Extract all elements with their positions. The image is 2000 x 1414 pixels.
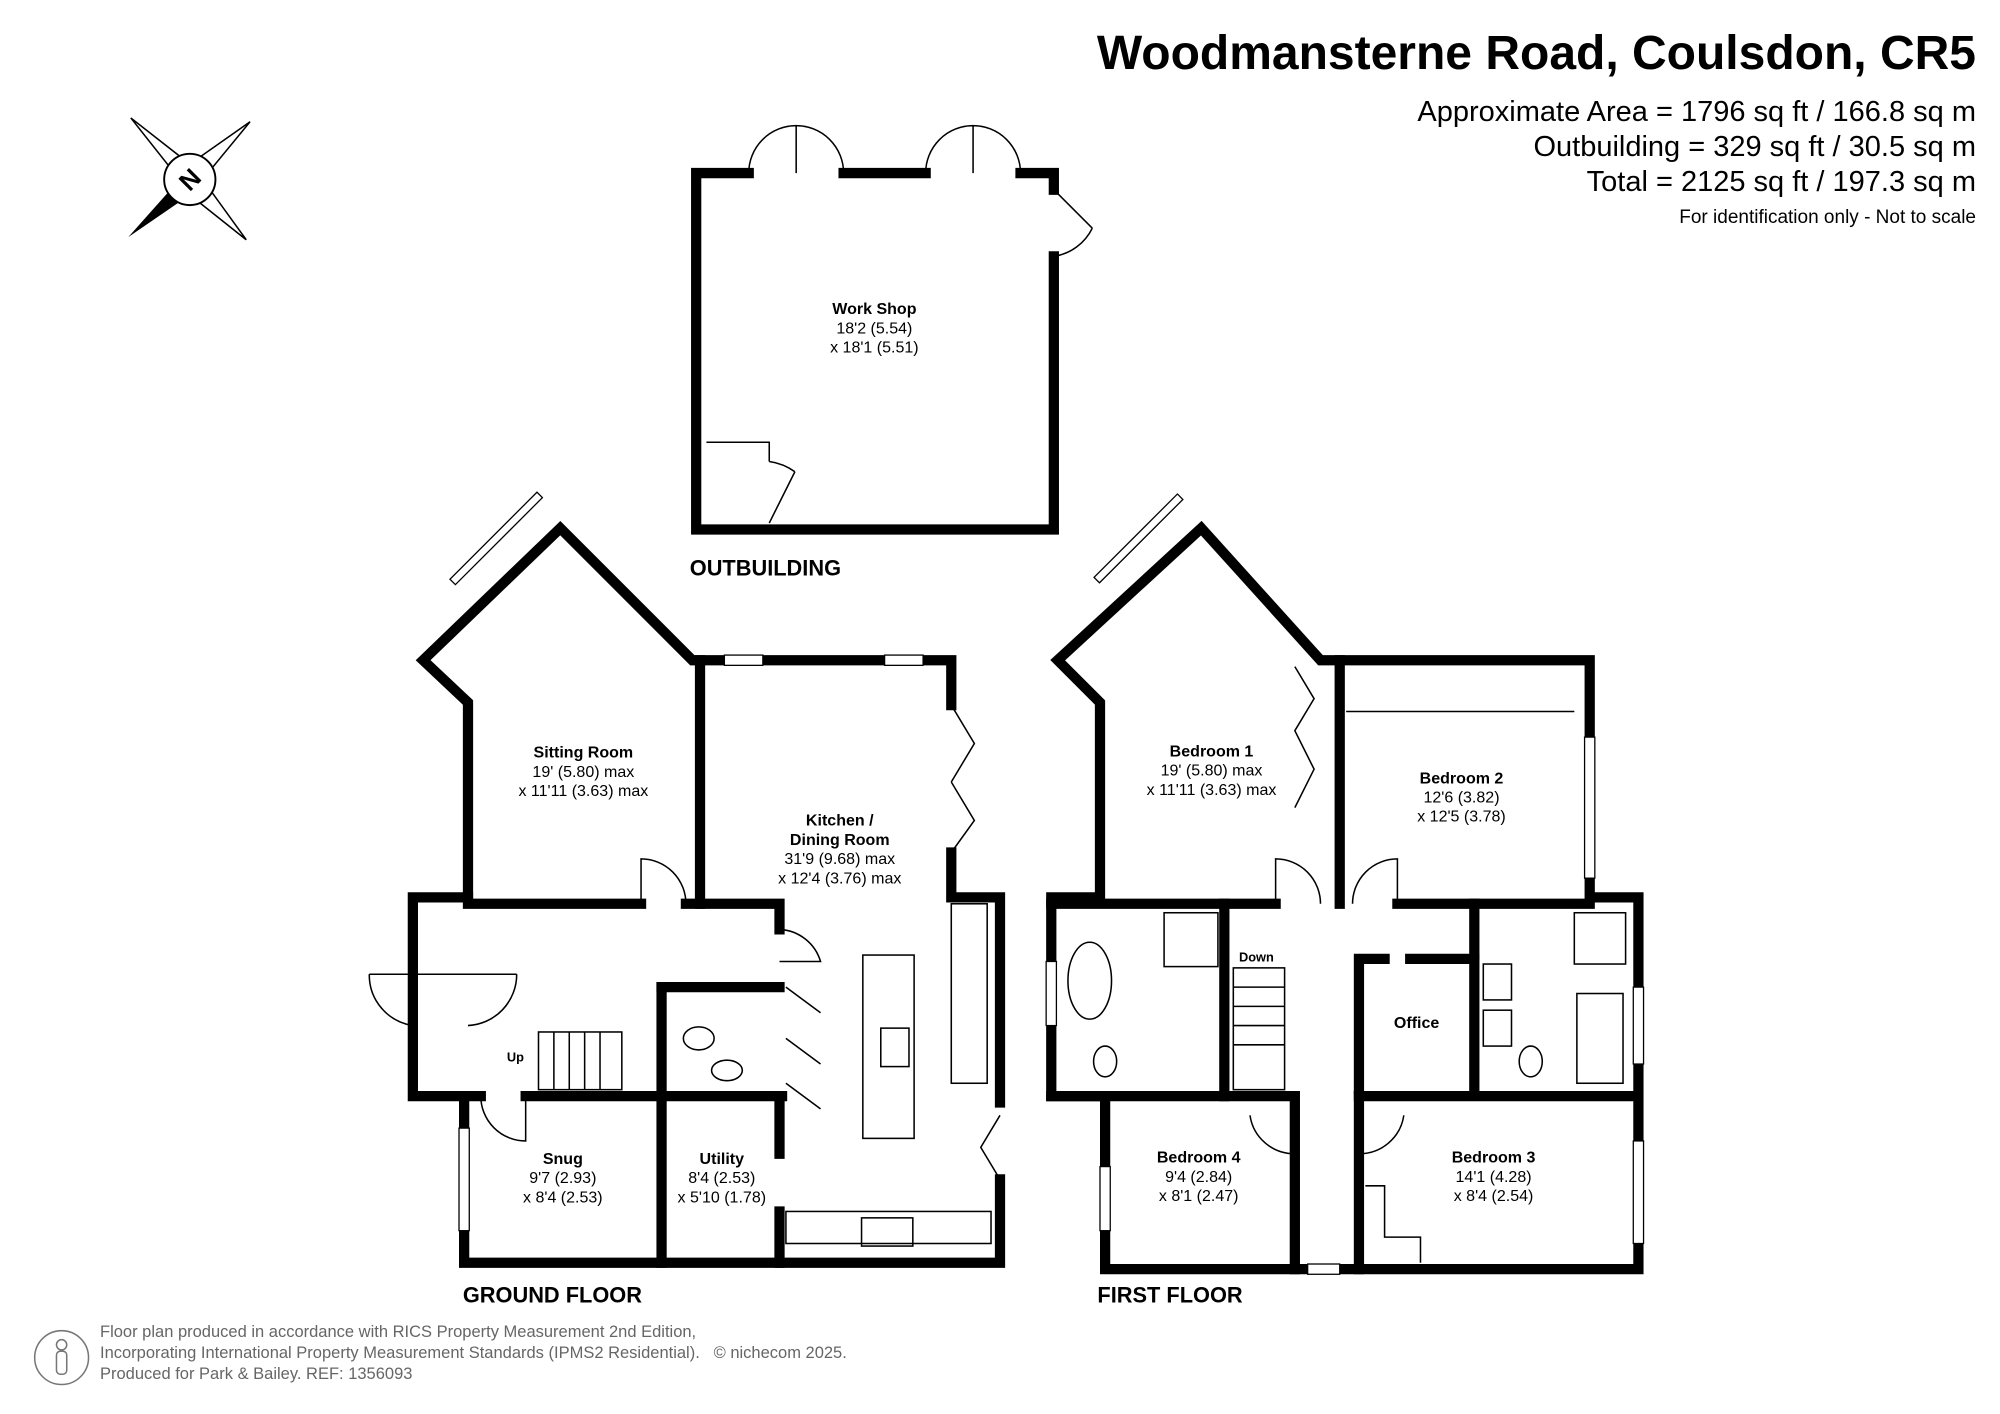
svg-text:x 12'4 (3.76) max: x 12'4 (3.76) max xyxy=(778,869,901,887)
room-sitting-room: Sitting Room 19' (5.80) max x 11'11 (3.6… xyxy=(518,744,648,800)
svg-text:19' (5.80) max: 19' (5.80) max xyxy=(532,763,634,781)
svg-text:Bedroom 4: Bedroom 4 xyxy=(1157,1149,1241,1167)
stairs-down-label: Down xyxy=(1239,949,1274,964)
first-floor-label: FIRST FLOOR xyxy=(1097,1282,1242,1307)
compass-icon: N xyxy=(128,117,251,241)
svg-text:8'4 (2.53): 8'4 (2.53) xyxy=(688,1169,755,1187)
room-kitchen-dining: Kitchen / Dining Room 31'9 (9.68) max x … xyxy=(778,812,901,888)
svg-text:12'6 (3.82): 12'6 (3.82) xyxy=(1423,789,1499,807)
svg-text:9'4 (2.84): 9'4 (2.84) xyxy=(1165,1168,1232,1186)
kitchen-island xyxy=(862,954,915,1140)
svg-text:Dining Room: Dining Room xyxy=(790,831,890,849)
svg-text:Kitchen /: Kitchen / xyxy=(806,812,874,830)
footer-notes: Floor plan produced in accordance with R… xyxy=(100,1322,847,1385)
room-snug: Snug 9'7 (2.93) x 8'4 (2.53) xyxy=(523,1150,603,1206)
svg-text:19' (5.80) max: 19' (5.80) max xyxy=(1161,762,1263,780)
staircase xyxy=(537,1031,623,1091)
svg-text:x 5'10 (1.78): x 5'10 (1.78) xyxy=(678,1188,767,1206)
svg-text:x 11'11 (3.63) max: x 11'11 (3.63) max xyxy=(1147,781,1277,799)
svg-text:9'7 (2.93): 9'7 (2.93) xyxy=(529,1169,596,1187)
svg-text:31'9 (9.68) max: 31'9 (9.68) max xyxy=(784,850,895,868)
svg-text:x 8'4 (2.54): x 8'4 (2.54) xyxy=(1454,1187,1534,1205)
room-workshop: Work Shop 18'2 (5.54) x 18'1 (5.51) xyxy=(830,300,919,356)
svg-text:x 18'1 (5.51): x 18'1 (5.51) xyxy=(830,339,919,357)
svg-text:x 8'4 (2.53): x 8'4 (2.53) xyxy=(523,1188,603,1206)
svg-text:18'2 (5.54): 18'2 (5.54) xyxy=(836,319,912,337)
approximate-area: Approximate Area = 1796 sq ft / 166.8 sq… xyxy=(1417,96,1976,128)
room-bedroom-1: Bedroom 1 19' (5.80) max x 11'11 (3.63) … xyxy=(1147,742,1277,798)
svg-text:Bedroom 3: Bedroom 3 xyxy=(1452,1149,1536,1167)
ground-floor-label: GROUND FLOOR xyxy=(463,1282,642,1307)
svg-text:x 12'5 (3.78): x 12'5 (3.78) xyxy=(1417,808,1506,826)
stairs-up-label: Up xyxy=(507,1049,524,1064)
plan-title: Woodmansterne Road, Coulsdon, CR5 xyxy=(1096,27,1976,80)
svg-text:Bedroom 1: Bedroom 1 xyxy=(1170,742,1254,760)
room-bedroom-2: Bedroom 2 12'6 (3.82) x 12'5 (3.78) xyxy=(1417,769,1506,825)
footer-line-3: Produced for Park & Bailey. REF: 1356093 xyxy=(100,1365,413,1383)
svg-text:Snug: Snug xyxy=(543,1150,583,1168)
footer-line-1: Floor plan produced in accordance with R… xyxy=(100,1323,697,1341)
footer-line-2: Incorporating International Property Mea… xyxy=(100,1343,847,1364)
room-office: Office xyxy=(1394,1014,1439,1032)
svg-text:Utility: Utility xyxy=(700,1150,745,1168)
staircase-down xyxy=(1232,967,1286,1091)
svg-text:Work Shop: Work Shop xyxy=(832,300,916,318)
ground-floor-plan xyxy=(368,491,1006,1268)
outbuilding-area: Outbuilding = 329 sq ft / 30.5 sq m xyxy=(1533,131,1976,163)
room-bedroom-4: Bedroom 4 9'4 (2.84) x 8'1 (2.47) xyxy=(1157,1149,1241,1205)
outbuilding-plan xyxy=(691,124,1093,535)
room-utility: Utility 8'4 (2.53) x 5'10 (1.78) xyxy=(678,1150,767,1206)
svg-text:14'1 (4.28): 14'1 (4.28) xyxy=(1456,1168,1532,1186)
svg-text:Sitting Room: Sitting Room xyxy=(534,744,634,762)
person-icon xyxy=(33,1329,90,1386)
total-area: Total = 2125 sq ft / 197.3 sq m xyxy=(1586,166,1976,198)
scale-disclaimer: For identification only - Not to scale xyxy=(1679,207,1976,228)
svg-text:x 11'11 (3.63) max: x 11'11 (3.63) max xyxy=(518,782,648,800)
svg-text:x 8'1 (2.47): x 8'1 (2.47) xyxy=(1159,1187,1239,1205)
footer-standards: Incorporating International Property Mea… xyxy=(100,1344,700,1362)
svg-text:Bedroom 2: Bedroom 2 xyxy=(1420,769,1504,787)
room-bedroom-3: Bedroom 3 14'1 (4.28) x 8'4 (2.54) xyxy=(1452,1149,1536,1205)
first-floor-plan xyxy=(1045,493,1645,1275)
outbuilding-label: OUTBUILDING xyxy=(690,556,841,581)
footer-copyright: © nichecom 2025. xyxy=(713,1344,847,1362)
